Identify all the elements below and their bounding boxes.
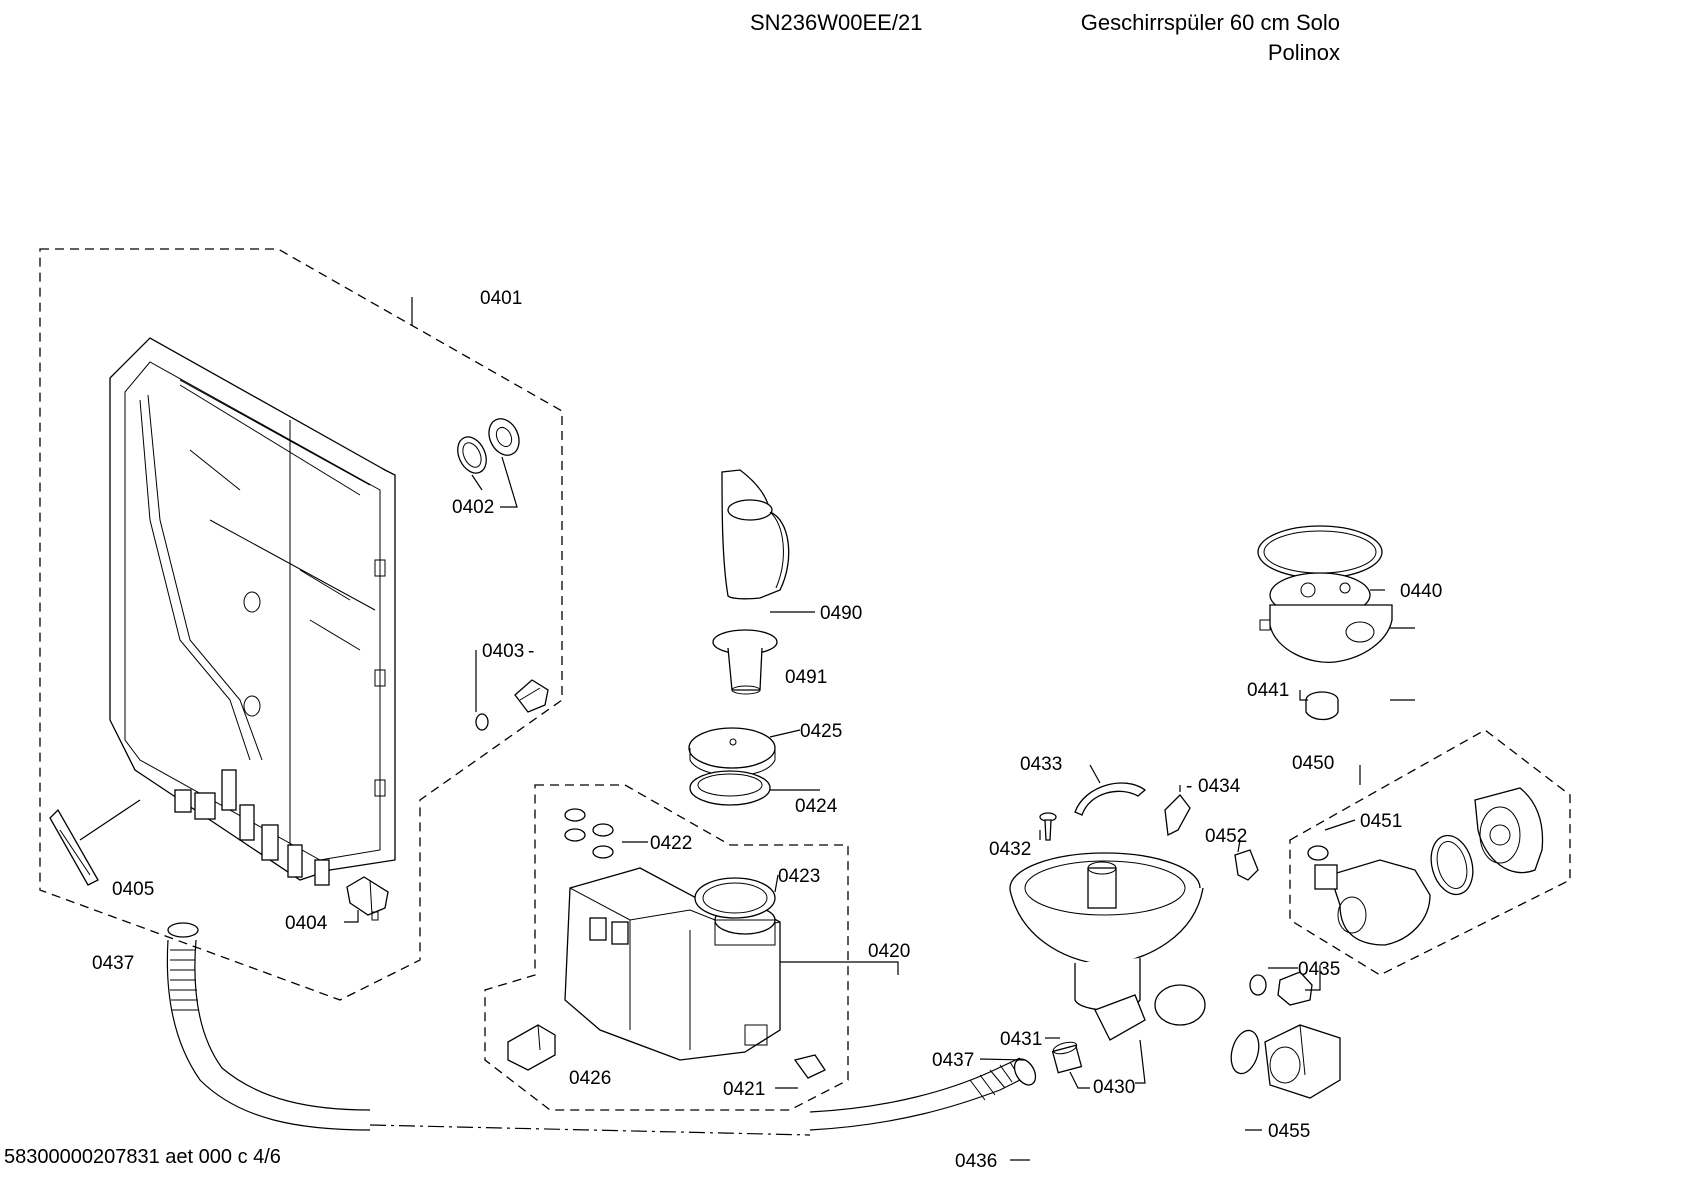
label-0437-left: 0437 bbox=[92, 953, 134, 974]
label-0404: 0404 bbox=[285, 913, 328, 934]
part-0425-cover bbox=[688, 727, 776, 777]
part-0405-clip bbox=[49, 808, 99, 886]
label-0420: 0420 bbox=[868, 941, 910, 962]
label-0401: 0401 bbox=[480, 288, 522, 309]
part-0433-arc-bracket bbox=[1074, 782, 1147, 816]
label-0421: 0421 bbox=[723, 1079, 765, 1100]
label-0433: 0433 bbox=[1020, 754, 1062, 775]
label-0450: 0450 bbox=[1292, 753, 1334, 774]
part-0430-sump bbox=[1009, 852, 1206, 1041]
part-0404-connector bbox=[346, 876, 389, 921]
part-0434-clip bbox=[1164, 794, 1191, 836]
part-0452-clip bbox=[1234, 849, 1259, 881]
model-number: SN236W00EE/21 bbox=[750, 10, 923, 35]
part-0441-impeller bbox=[1305, 691, 1339, 721]
part-0403-sensor bbox=[475, 679, 549, 731]
label-0491: 0491 bbox=[785, 667, 827, 688]
part-0432-screw bbox=[1039, 812, 1057, 841]
part-0455-pump bbox=[1230, 1024, 1341, 1099]
label-0440: 0440 bbox=[1400, 581, 1442, 602]
part-0435-sensor bbox=[1249, 971, 1313, 1006]
label-0490: 0490 bbox=[820, 603, 862, 624]
label-0405: 0405 bbox=[112, 879, 154, 900]
part-0451-clamp bbox=[1307, 845, 1329, 861]
label-0455: 0455 bbox=[1268, 1121, 1310, 1142]
part-0490-funnel bbox=[721, 469, 790, 600]
label-0425: 0425 bbox=[800, 721, 842, 742]
label-0432: 0432 bbox=[989, 839, 1031, 860]
part-0436-drain-hose-right bbox=[809, 1057, 1037, 1131]
part-0421-clip bbox=[793, 1054, 826, 1079]
part-0437-drain-hose-left bbox=[166, 922, 371, 1131]
label-0430: 0430 bbox=[1093, 1077, 1135, 1098]
group-outline-0401 bbox=[39, 248, 563, 1001]
appliance-title: Geschirrspüler 60 cm Solo bbox=[1080, 10, 1340, 35]
label-0436: 0436 bbox=[955, 1151, 997, 1172]
dash-0403: - bbox=[528, 641, 534, 662]
label-0402: 0402 bbox=[452, 497, 494, 518]
part-0422-seals bbox=[564, 808, 614, 859]
label-0403: 0403 bbox=[482, 641, 524, 662]
label-0451: 0451 bbox=[1360, 811, 1402, 832]
part-0423-seal-ring bbox=[694, 877, 776, 919]
part-0426-sensor bbox=[507, 1024, 556, 1071]
label-0423: 0423 bbox=[778, 866, 820, 887]
label-0422: 0422 bbox=[650, 833, 692, 854]
label-0426: 0426 bbox=[569, 1068, 611, 1089]
label-0452: 0452 bbox=[1205, 826, 1247, 847]
label-0424: 0424 bbox=[795, 796, 838, 817]
part-0440-housing bbox=[1257, 525, 1393, 664]
group-outline-0420 bbox=[484, 784, 849, 1111]
dash-0434: - bbox=[1186, 776, 1192, 797]
label-0435: 0435 bbox=[1298, 959, 1340, 980]
part-0401-side-panel bbox=[109, 337, 396, 886]
part-0402-seal-rings bbox=[457, 418, 520, 474]
label-0437-right: 0437 bbox=[932, 1050, 974, 1071]
label-0434: 0434 bbox=[1198, 776, 1241, 797]
label-0431: 0431 bbox=[1000, 1029, 1042, 1050]
part-0431-sleeve bbox=[1051, 1041, 1083, 1074]
part-0424-ring bbox=[689, 770, 771, 806]
part-0491-cap bbox=[712, 629, 778, 695]
document-reference: 58300000207831 aet 000 c 4/6 bbox=[4, 1146, 281, 1168]
appliance-variant: Polinox bbox=[1267, 40, 1340, 65]
part-0450-pump-body bbox=[1314, 787, 1544, 946]
label-0441: 0441 bbox=[1247, 680, 1289, 701]
